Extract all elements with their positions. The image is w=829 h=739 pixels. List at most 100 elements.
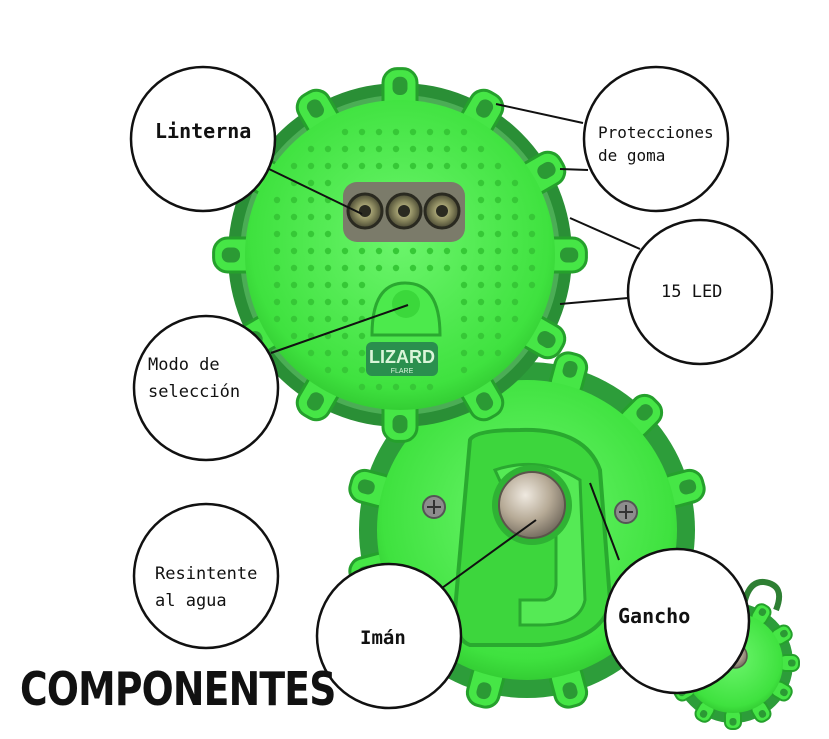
rubber-lug-hole	[476, 99, 494, 118]
label-modo-line1: Modo de	[148, 355, 220, 375]
grip-dot	[528, 230, 536, 238]
grip-dot	[324, 247, 332, 255]
rubber-lug-hole	[392, 76, 408, 95]
rubber-lug-hole	[758, 608, 767, 616]
grip-dot	[290, 213, 298, 221]
grip-dot	[460, 247, 468, 255]
rubber-lug-hole	[729, 718, 737, 726]
grip-dot	[409, 264, 417, 272]
grip-dots	[273, 128, 536, 391]
grip-dot	[307, 196, 315, 204]
grip-dot	[392, 383, 400, 391]
grip-dot	[341, 298, 349, 306]
brand-logo-name: LIZARD	[369, 347, 435, 367]
grip-dot	[511, 230, 519, 238]
grip-dot	[324, 162, 332, 170]
grip-dot	[511, 315, 519, 323]
grip-dot	[477, 213, 485, 221]
grip-dot	[307, 247, 315, 255]
grip-dot	[409, 162, 417, 170]
grip-dot	[477, 247, 485, 255]
page-title: COMPONENTES	[20, 662, 336, 716]
grip-dot	[392, 247, 400, 255]
screw-left-slot-icon	[427, 500, 441, 514]
grip-dot	[460, 128, 468, 136]
grip-dot	[341, 366, 349, 374]
leader-protecciones-2	[559, 168, 589, 171]
rubber-lug-hole	[537, 161, 556, 179]
flashlight-led-center	[398, 205, 410, 217]
grip-dot	[358, 349, 366, 357]
grip-dot	[324, 264, 332, 272]
grip-dot	[409, 247, 417, 255]
grip-dot	[443, 247, 451, 255]
grip-dot	[358, 366, 366, 374]
grip-dot	[307, 349, 315, 357]
grip-dot	[273, 230, 281, 238]
callout-led	[626, 218, 774, 366]
grip-dot	[273, 298, 281, 306]
grip-dot	[426, 162, 434, 170]
grip-dot	[494, 247, 502, 255]
grip-dot	[341, 315, 349, 323]
grip-dot	[494, 332, 502, 340]
label-modo-line2: selección	[148, 382, 241, 402]
grip-dot	[443, 264, 451, 272]
grip-dot	[477, 162, 485, 170]
grip-dot	[528, 264, 536, 272]
callout-resistente	[132, 502, 280, 650]
rubber-lug-hole	[679, 479, 697, 495]
grip-dot	[494, 179, 502, 187]
label-resistente: Resintente al agua	[155, 561, 257, 615]
grip-dot	[409, 145, 417, 153]
grip-dot	[392, 145, 400, 153]
mode-button-center	[392, 290, 420, 318]
grip-dot	[358, 162, 366, 170]
grip-dot	[392, 264, 400, 272]
grip-dot	[307, 179, 315, 187]
grip-dot	[307, 315, 315, 323]
grip-dot	[290, 315, 298, 323]
rubber-lug-hole	[392, 415, 408, 434]
grip-dot	[358, 247, 366, 255]
grip-dot	[511, 281, 519, 289]
grip-dot	[477, 332, 485, 340]
leader-lines	[268, 103, 693, 690]
grip-dot	[341, 145, 349, 153]
grip-dot	[494, 315, 502, 323]
grip-dot	[460, 315, 468, 323]
rubber-lug-hole	[357, 479, 375, 495]
grip-dot	[290, 247, 298, 255]
grip-dot	[392, 128, 400, 136]
grip-dot	[375, 145, 383, 153]
grip-dot	[460, 281, 468, 289]
brand-logo-sub: FLARE	[391, 368, 414, 375]
rubber-lug-hole	[537, 331, 556, 349]
grip-dot	[358, 264, 366, 272]
grip-dot	[460, 264, 468, 272]
flare-front-face	[245, 100, 555, 410]
label-modo: Modo de selección	[148, 352, 240, 406]
grip-dot	[341, 349, 349, 357]
grip-dot	[494, 281, 502, 289]
flashlight-led-center	[436, 205, 448, 217]
grip-dot	[273, 196, 281, 204]
rubber-lug-hole	[699, 710, 708, 718]
rubber-lug-hole	[476, 682, 492, 700]
grip-dot	[494, 230, 502, 238]
rubber-lug	[724, 708, 742, 730]
grip-dot	[358, 128, 366, 136]
callout-iman	[315, 562, 463, 710]
leader-iman	[430, 519, 537, 597]
grip-dot	[511, 298, 519, 306]
rubber-lug-hole	[780, 629, 788, 638]
leader-gancho	[589, 482, 620, 561]
label-iman: Imán	[360, 627, 406, 649]
rubber-lug-hole	[787, 659, 796, 667]
grip-dot	[307, 281, 315, 289]
callout-protecciones	[582, 65, 730, 213]
label-protecciones: Protecciones de goma	[598, 121, 714, 167]
grip-dot	[494, 162, 502, 170]
grip-dot	[494, 298, 502, 306]
magnet-icon	[498, 471, 566, 539]
